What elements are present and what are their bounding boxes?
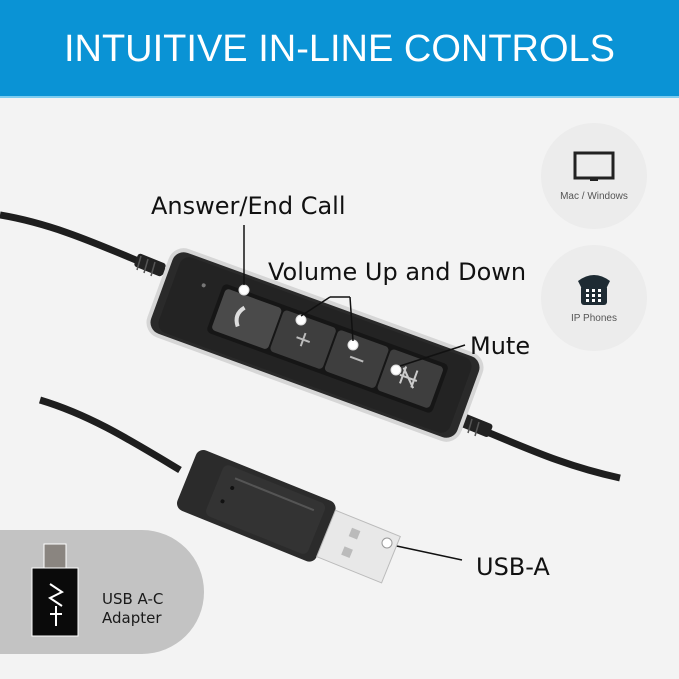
cable-strain-relief-left [134,253,166,277]
callout-dots [238,284,402,376]
callout-volume: Volume Up and Down [268,258,527,286]
adapter-label-line2: Adapter [102,609,162,627]
usb-a-plug [177,449,401,584]
callout-mute: Mute [470,332,531,360]
compat-label: IP Phones [571,313,617,324]
cable-right [468,421,621,482]
answer-end-call-button [212,289,282,349]
desk-phone-icon [578,275,610,305]
compat-label: Mac / Windows [560,191,628,202]
adapter-label: USB A-C Adapter [102,590,163,628]
cable-lower-left [38,396,182,474]
compat-ip-phones: IP Phones [541,245,647,351]
callout-usb-a: USB-A [476,553,550,581]
header-banner: INTUITIVE IN-LINE CONTROLS [0,0,679,98]
monitor-icon [573,151,615,181]
mute-mic-icon [399,366,419,389]
adapter-label-line1: USB A-C [102,590,164,608]
banner-title: INTUITIVE IN-LINE CONTROLS [63,28,616,70]
callout-leader-lines [243,225,466,561]
minus-icon [349,355,364,363]
phone-handset-icon [234,305,246,328]
callout-answer-end-call: Answer/End Call [151,192,346,220]
compat-mac-windows: Mac / Windows [541,123,647,229]
usb-c-adapter-icon [31,543,79,637]
inline-controller [146,248,484,442]
